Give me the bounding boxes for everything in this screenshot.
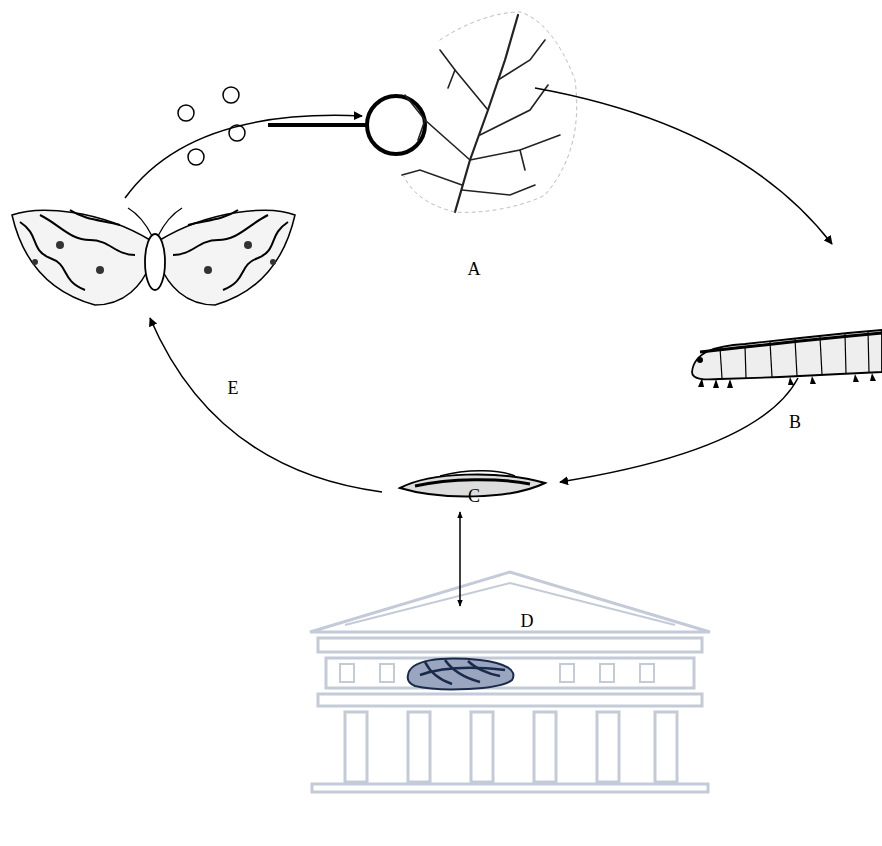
cycle-arrow: [560, 378, 798, 482]
leaf: [402, 12, 577, 212]
watermark-building: [310, 572, 710, 792]
cycle-arrow: [125, 115, 362, 198]
eggs: [178, 87, 245, 165]
part-label: E: [228, 379, 239, 399]
part-label: B: [789, 413, 801, 433]
pediment: [310, 572, 710, 632]
part-label: A: [468, 260, 481, 280]
part-label: D: [521, 612, 534, 632]
base: [312, 784, 708, 792]
double-arrow: [459, 512, 461, 606]
caterpillar: [692, 330, 882, 388]
magnifier-handle: [268, 123, 367, 127]
cycle-arrow: [150, 318, 382, 492]
cornice: [318, 638, 702, 652]
columns: [345, 712, 677, 782]
part-label: C: [468, 487, 480, 507]
cycle-arrow: [535, 88, 832, 244]
architrave: [318, 694, 702, 706]
magnifier-circle: [367, 96, 425, 154]
cycle-arrows: [125, 88, 832, 492]
moth: [12, 208, 295, 305]
pediment-inner: [345, 583, 675, 625]
pupa-side-view: [408, 659, 514, 690]
